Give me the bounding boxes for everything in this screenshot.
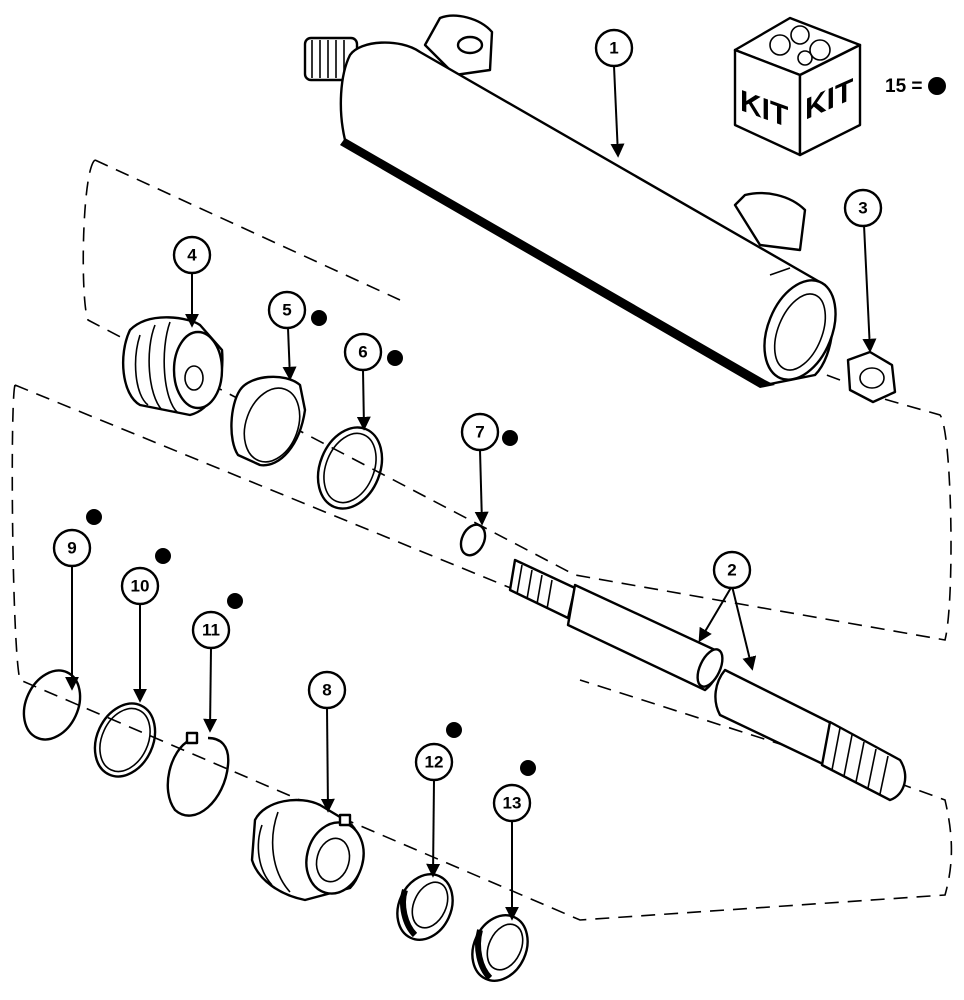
callout-12: 12 (414, 742, 454, 782)
kit-dot-9 (86, 509, 102, 525)
seal-ring-6 (316, 426, 384, 510)
svg-text:10: 10 (131, 577, 150, 596)
ring-9 (22, 669, 82, 741)
svg-text:12: 12 (425, 753, 444, 772)
ring-10 (93, 702, 157, 778)
callout-4: 4 (172, 235, 212, 275)
rod-thread-small (508, 558, 577, 620)
barrel-shadow-band (340, 138, 775, 388)
leader-lines (65, 65, 877, 921)
kit-dots (86, 310, 536, 776)
svg-text:3: 3 (858, 199, 867, 218)
wiper-13 (471, 914, 529, 982)
cylinder-barrel (303, 14, 837, 388)
svg-text:1: 1 (609, 39, 618, 58)
snap-ring-11 (166, 736, 230, 817)
bushing-5 (230, 375, 307, 467)
callout-13: 13 (492, 783, 532, 823)
hex-nut (846, 350, 897, 404)
kit-dot-13 (520, 760, 536, 776)
svg-text:7: 7 (475, 423, 484, 442)
callout-6: 6 (343, 332, 383, 372)
rod-shaft-upper (566, 583, 720, 692)
rod-thread-large (820, 720, 907, 802)
kit-dot-6 (387, 350, 403, 366)
gland-8 (250, 798, 365, 902)
dashed-group-lower (11, 384, 953, 921)
barrel-mount-lug-front (733, 191, 807, 252)
dashed-group-upper (82, 159, 952, 641)
callout-10: 10 (120, 566, 160, 606)
callout-7: 7 (460, 412, 500, 452)
barrel-bore-end (763, 279, 837, 381)
kit-dot-10 (155, 548, 171, 564)
callout-1: 1 (594, 28, 634, 68)
piston (121, 316, 224, 417)
callout-5: 5 (267, 290, 307, 330)
o-ring-7 (459, 523, 487, 557)
svg-text:6: 6 (358, 343, 367, 362)
kit-legend-dot (928, 77, 946, 95)
callout-9: 9 (52, 528, 92, 568)
piston-rod (508, 558, 907, 802)
kit-dot-12 (446, 722, 462, 738)
kit-dot-5 (311, 310, 327, 326)
svg-text:11: 11 (202, 621, 220, 640)
callout-3: 3 (843, 188, 883, 228)
seal-12 (396, 873, 454, 941)
svg-text:9: 9 (67, 539, 76, 558)
kit-legend-text: 15 = (885, 76, 923, 97)
callout-2: 2 (712, 550, 752, 590)
svg-text:8: 8 (322, 681, 331, 700)
kit-dot-11 (227, 593, 243, 609)
svg-text:2: 2 (727, 561, 736, 580)
rod-shaft-lower (714, 668, 837, 767)
svg-text:5: 5 (282, 301, 291, 320)
svg-text:13: 13 (503, 794, 522, 813)
callout-8: 8 (307, 670, 347, 710)
svg-text:4: 4 (187, 246, 197, 265)
callout-11: 11 (191, 610, 231, 650)
kit-box-icon: KIT KIT (733, 16, 862, 157)
kit-dot-7 (502, 430, 518, 446)
